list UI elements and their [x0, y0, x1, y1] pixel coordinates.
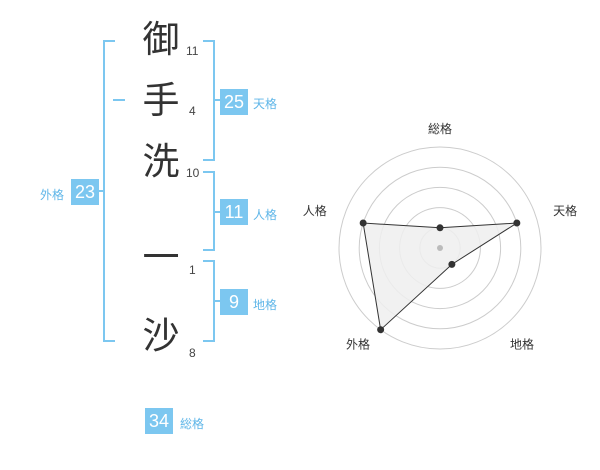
gaikaku-tick-top: [113, 99, 125, 101]
chikaku-tick: [213, 300, 221, 302]
radar-point-4: [377, 326, 385, 334]
radar-axis-label-3: 地格: [510, 336, 534, 351]
radar-point-1: [436, 224, 444, 232]
radar-point-5: [359, 219, 367, 227]
jinkaku-tick: [213, 211, 221, 213]
radar-point-3: [448, 260, 456, 268]
stroke-count-4: 1: [189, 263, 196, 277]
tenkaku-value: 25: [220, 89, 248, 115]
radar-ring-4: [358, 166, 522, 330]
tenkaku-label: 天格: [253, 97, 278, 111]
soukaku-label: 総格: [180, 417, 205, 431]
radar-axis-label-1: 総格: [428, 121, 452, 136]
stroke-count-2: 4: [189, 104, 196, 118]
radar-point-2: [513, 219, 521, 227]
name-char-3: 洗: [142, 140, 180, 183]
tenkaku-tick: [213, 99, 221, 101]
radar-axis-label-2: 天格: [553, 203, 577, 218]
chikaku-label: 地格: [253, 298, 278, 312]
jinkaku-value: 11: [220, 199, 248, 225]
radar-ring-5: [338, 146, 542, 350]
gaikaku-bracket: [103, 40, 115, 342]
stroke-count-1: 11: [186, 44, 199, 58]
name-char-1: 御: [142, 18, 180, 61]
name-char-2: 手: [142, 79, 180, 122]
radar-center-dot: [437, 245, 443, 251]
gaikaku-value: 23: [71, 179, 99, 205]
soukaku-value: 34: [145, 408, 173, 434]
name-char-5: 沙: [142, 314, 180, 357]
radar-axis-label-5: 人格: [303, 203, 327, 218]
stroke-count-3: 10: [186, 166, 200, 180]
jinkaku-label: 人格: [253, 208, 278, 222]
radar-axis-label-4: 外格: [346, 336, 370, 351]
chikaku-value: 9: [220, 289, 248, 315]
gaikaku-label: 外格: [40, 188, 65, 202]
stroke-count-5: 8: [189, 346, 196, 360]
name-char-4: 一: [142, 236, 180, 279]
radar-area: [362, 222, 518, 331]
